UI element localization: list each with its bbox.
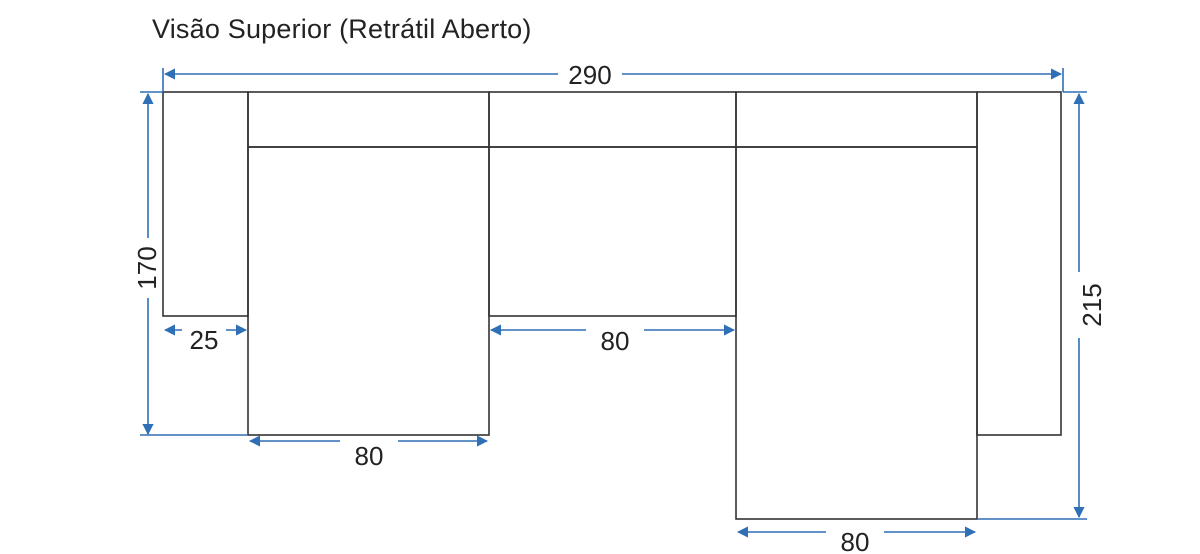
right-arm <box>976 91 1062 436</box>
dim-label-right-seat-width: 80 <box>841 527 870 554</box>
right-backrest <box>735 91 978 148</box>
dimension-lines <box>140 68 1087 538</box>
right-seat <box>735 146 978 520</box>
dim-label-right-height: 215 <box>1077 283 1107 326</box>
dim-label-left-seat-width: 80 <box>355 441 384 471</box>
diagram-title: Visão Superior (Retrátil Aberto) <box>152 14 532 44</box>
middle-seat <box>488 146 737 317</box>
dim-label-middle-gap-width: 80 <box>601 326 630 356</box>
dim-label-left-height: 170 <box>132 246 162 289</box>
left-seat <box>247 146 490 436</box>
left-arm <box>162 91 249 317</box>
left-backrest <box>247 91 490 148</box>
sofa-outline <box>162 91 1062 520</box>
middle-backrest <box>488 91 737 148</box>
dim-label-overall-width: 290 <box>568 60 611 90</box>
dim-label-left-arm-width: 25 <box>190 325 219 355</box>
